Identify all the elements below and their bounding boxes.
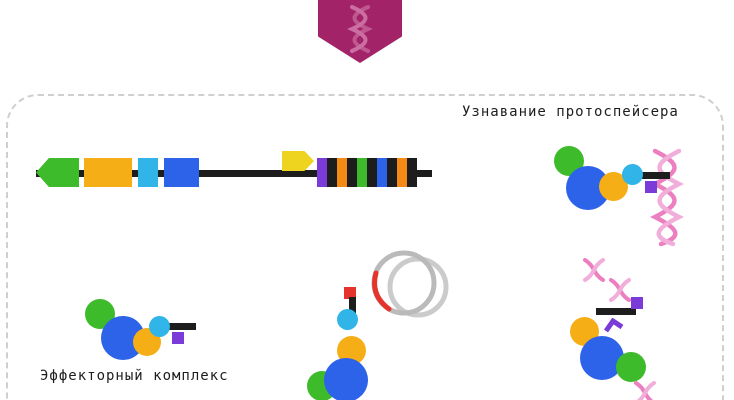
dna-fragment-icon <box>604 318 624 333</box>
dna-break-icon <box>609 278 631 302</box>
target-dna-helix-icon <box>649 148 685 247</box>
array-segment-4 <box>357 158 367 187</box>
array-segment-6 <box>377 158 387 187</box>
array-segment-8 <box>397 158 407 187</box>
crispr-array <box>317 158 417 187</box>
cleaved-fragment-square <box>344 287 356 299</box>
cas-gene-4 <box>164 158 199 187</box>
protein-subunit-blue <box>324 358 368 400</box>
crrna-bar <box>163 323 196 330</box>
cas-gene-2 <box>84 158 132 187</box>
protein-subunit-cyan <box>337 309 358 330</box>
crrna-bar <box>349 297 356 317</box>
locus-backbone-line <box>36 170 432 177</box>
array-segment-0 <box>317 158 327 187</box>
label-effector-complex: Эффекторный комплекс <box>40 368 229 384</box>
crrna-bar <box>596 308 636 315</box>
dna-break-icon <box>583 258 605 282</box>
stage-panel <box>6 94 724 400</box>
array-segment-7 <box>387 158 397 187</box>
crrna-bar <box>636 172 670 179</box>
pam-square <box>172 332 184 344</box>
plasmid-icon <box>371 250 449 318</box>
leader-flag <box>282 151 314 171</box>
protein-subunit-cyan <box>622 164 643 185</box>
array-segment-2 <box>337 158 347 187</box>
pam-square <box>631 297 643 309</box>
dna-break-icon <box>634 381 656 400</box>
protein-subunit-cyan <box>149 316 170 337</box>
array-segment-3 <box>347 158 357 187</box>
cas-gene-3 <box>138 158 158 187</box>
label-protospacer-recognition: Узнавание протоспейсера <box>462 104 679 120</box>
array-segment-1 <box>327 158 337 187</box>
stage-badge <box>318 0 402 63</box>
pam-square <box>645 181 657 193</box>
dna-helix-icon <box>347 5 373 53</box>
protein-subunit-green <box>616 352 646 382</box>
array-segment-9 <box>407 158 417 187</box>
array-segment-5 <box>367 158 377 187</box>
